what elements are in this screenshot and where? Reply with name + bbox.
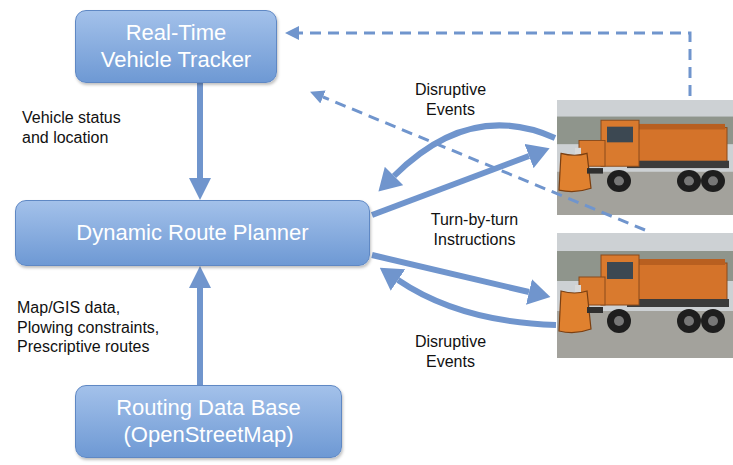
arrow-label: Disruptive Events xyxy=(396,80,505,119)
snowplow-photo xyxy=(557,100,733,215)
process-box: Routing Data Base (OpenStreetMap) xyxy=(75,385,342,458)
flow-arrow xyxy=(197,288,203,385)
box-label: Real-Time Vehicle Tracker xyxy=(88,20,264,73)
process-box: Dynamic Route Planner xyxy=(15,200,370,266)
arrow-label: Disruptive Events xyxy=(396,332,505,371)
edge-label: Vehicle status and location xyxy=(20,108,139,147)
flow-arrow xyxy=(197,83,203,178)
event-arrow xyxy=(394,125,555,176)
instruction-arrow xyxy=(372,255,529,292)
box-label: Routing Data Base (OpenStreetMap) xyxy=(88,395,329,448)
snowplow-photo xyxy=(557,233,733,358)
box-label: Dynamic Route Planner xyxy=(76,220,308,246)
edge-label: Map/GIS data, Plowing constraints, Presc… xyxy=(15,298,171,357)
snowplow-photo xyxy=(557,100,733,215)
arrow-label: Turn-by-turn Instructions xyxy=(420,210,529,249)
truck-arrows xyxy=(372,125,556,325)
event-arrow xyxy=(398,280,556,325)
instruction-arrow xyxy=(372,156,529,215)
process-box: Real-Time Vehicle Tracker xyxy=(75,10,277,83)
snowplow-photo xyxy=(557,233,733,358)
